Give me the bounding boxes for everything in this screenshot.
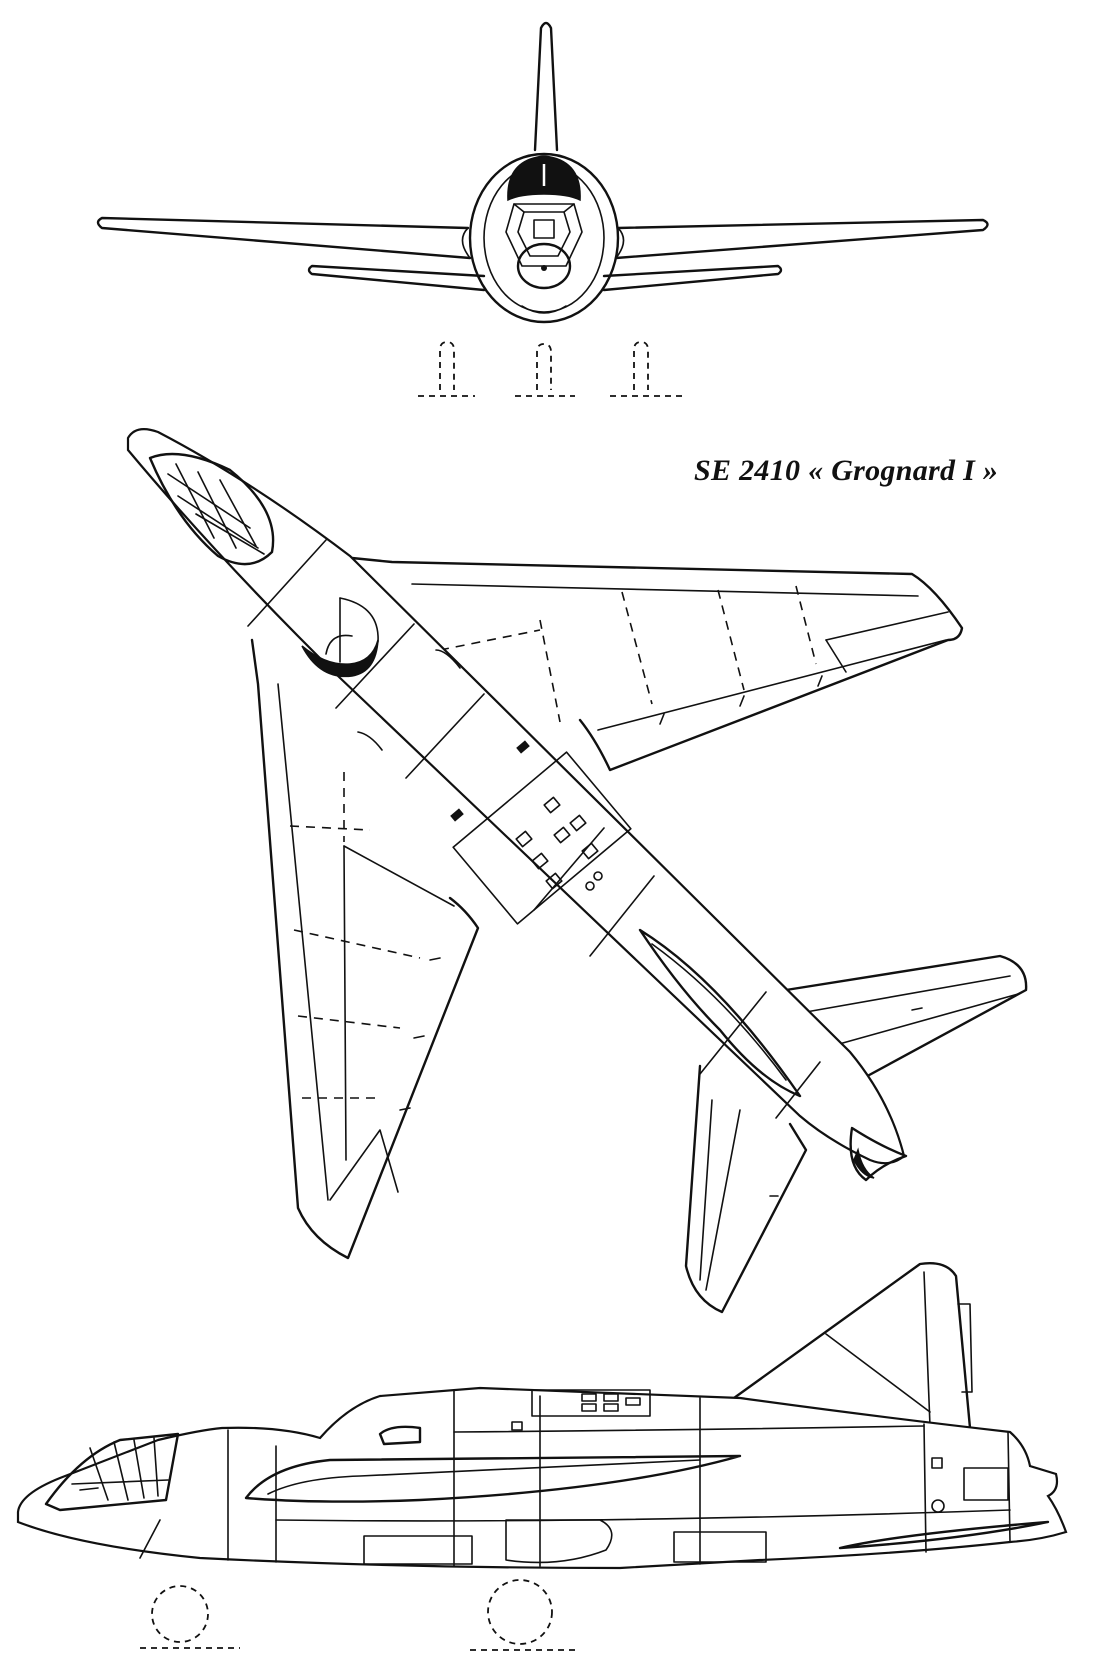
front-left-wing [96,216,472,260]
plan-left-wing [250,638,480,1260]
front-left-tailplane [307,264,486,292]
front-fuselage [468,152,620,324]
plan-canopy [148,452,275,566]
aircraft-title: SE 2410 « Grognard I » [694,454,999,487]
side-nose-gear [151,1585,209,1643]
front-view [96,21,989,397]
side-fuselage [16,1386,1068,1570]
plan-right-wing [350,556,964,772]
side-canopy [44,1432,180,1512]
front-fin [533,21,559,152]
side-intake [244,1454,742,1503]
front-gear-centre [536,343,552,390]
plan-left-tailplane [684,1064,808,1314]
front-right-tailplane [602,264,783,292]
side-main-gear [487,1579,553,1645]
plan-exhaust [849,1126,908,1182]
front-gear-right [633,341,649,390]
plan-intake [638,928,802,1098]
side-view [16,1262,1068,1651]
plan-hatches [515,796,599,890]
side-fin [732,1262,972,1430]
front-gear-left [439,341,455,390]
plan-view [126,427,1028,1314]
plan-right-tailplane [784,954,1028,1082]
front-right-wing [614,218,989,260]
